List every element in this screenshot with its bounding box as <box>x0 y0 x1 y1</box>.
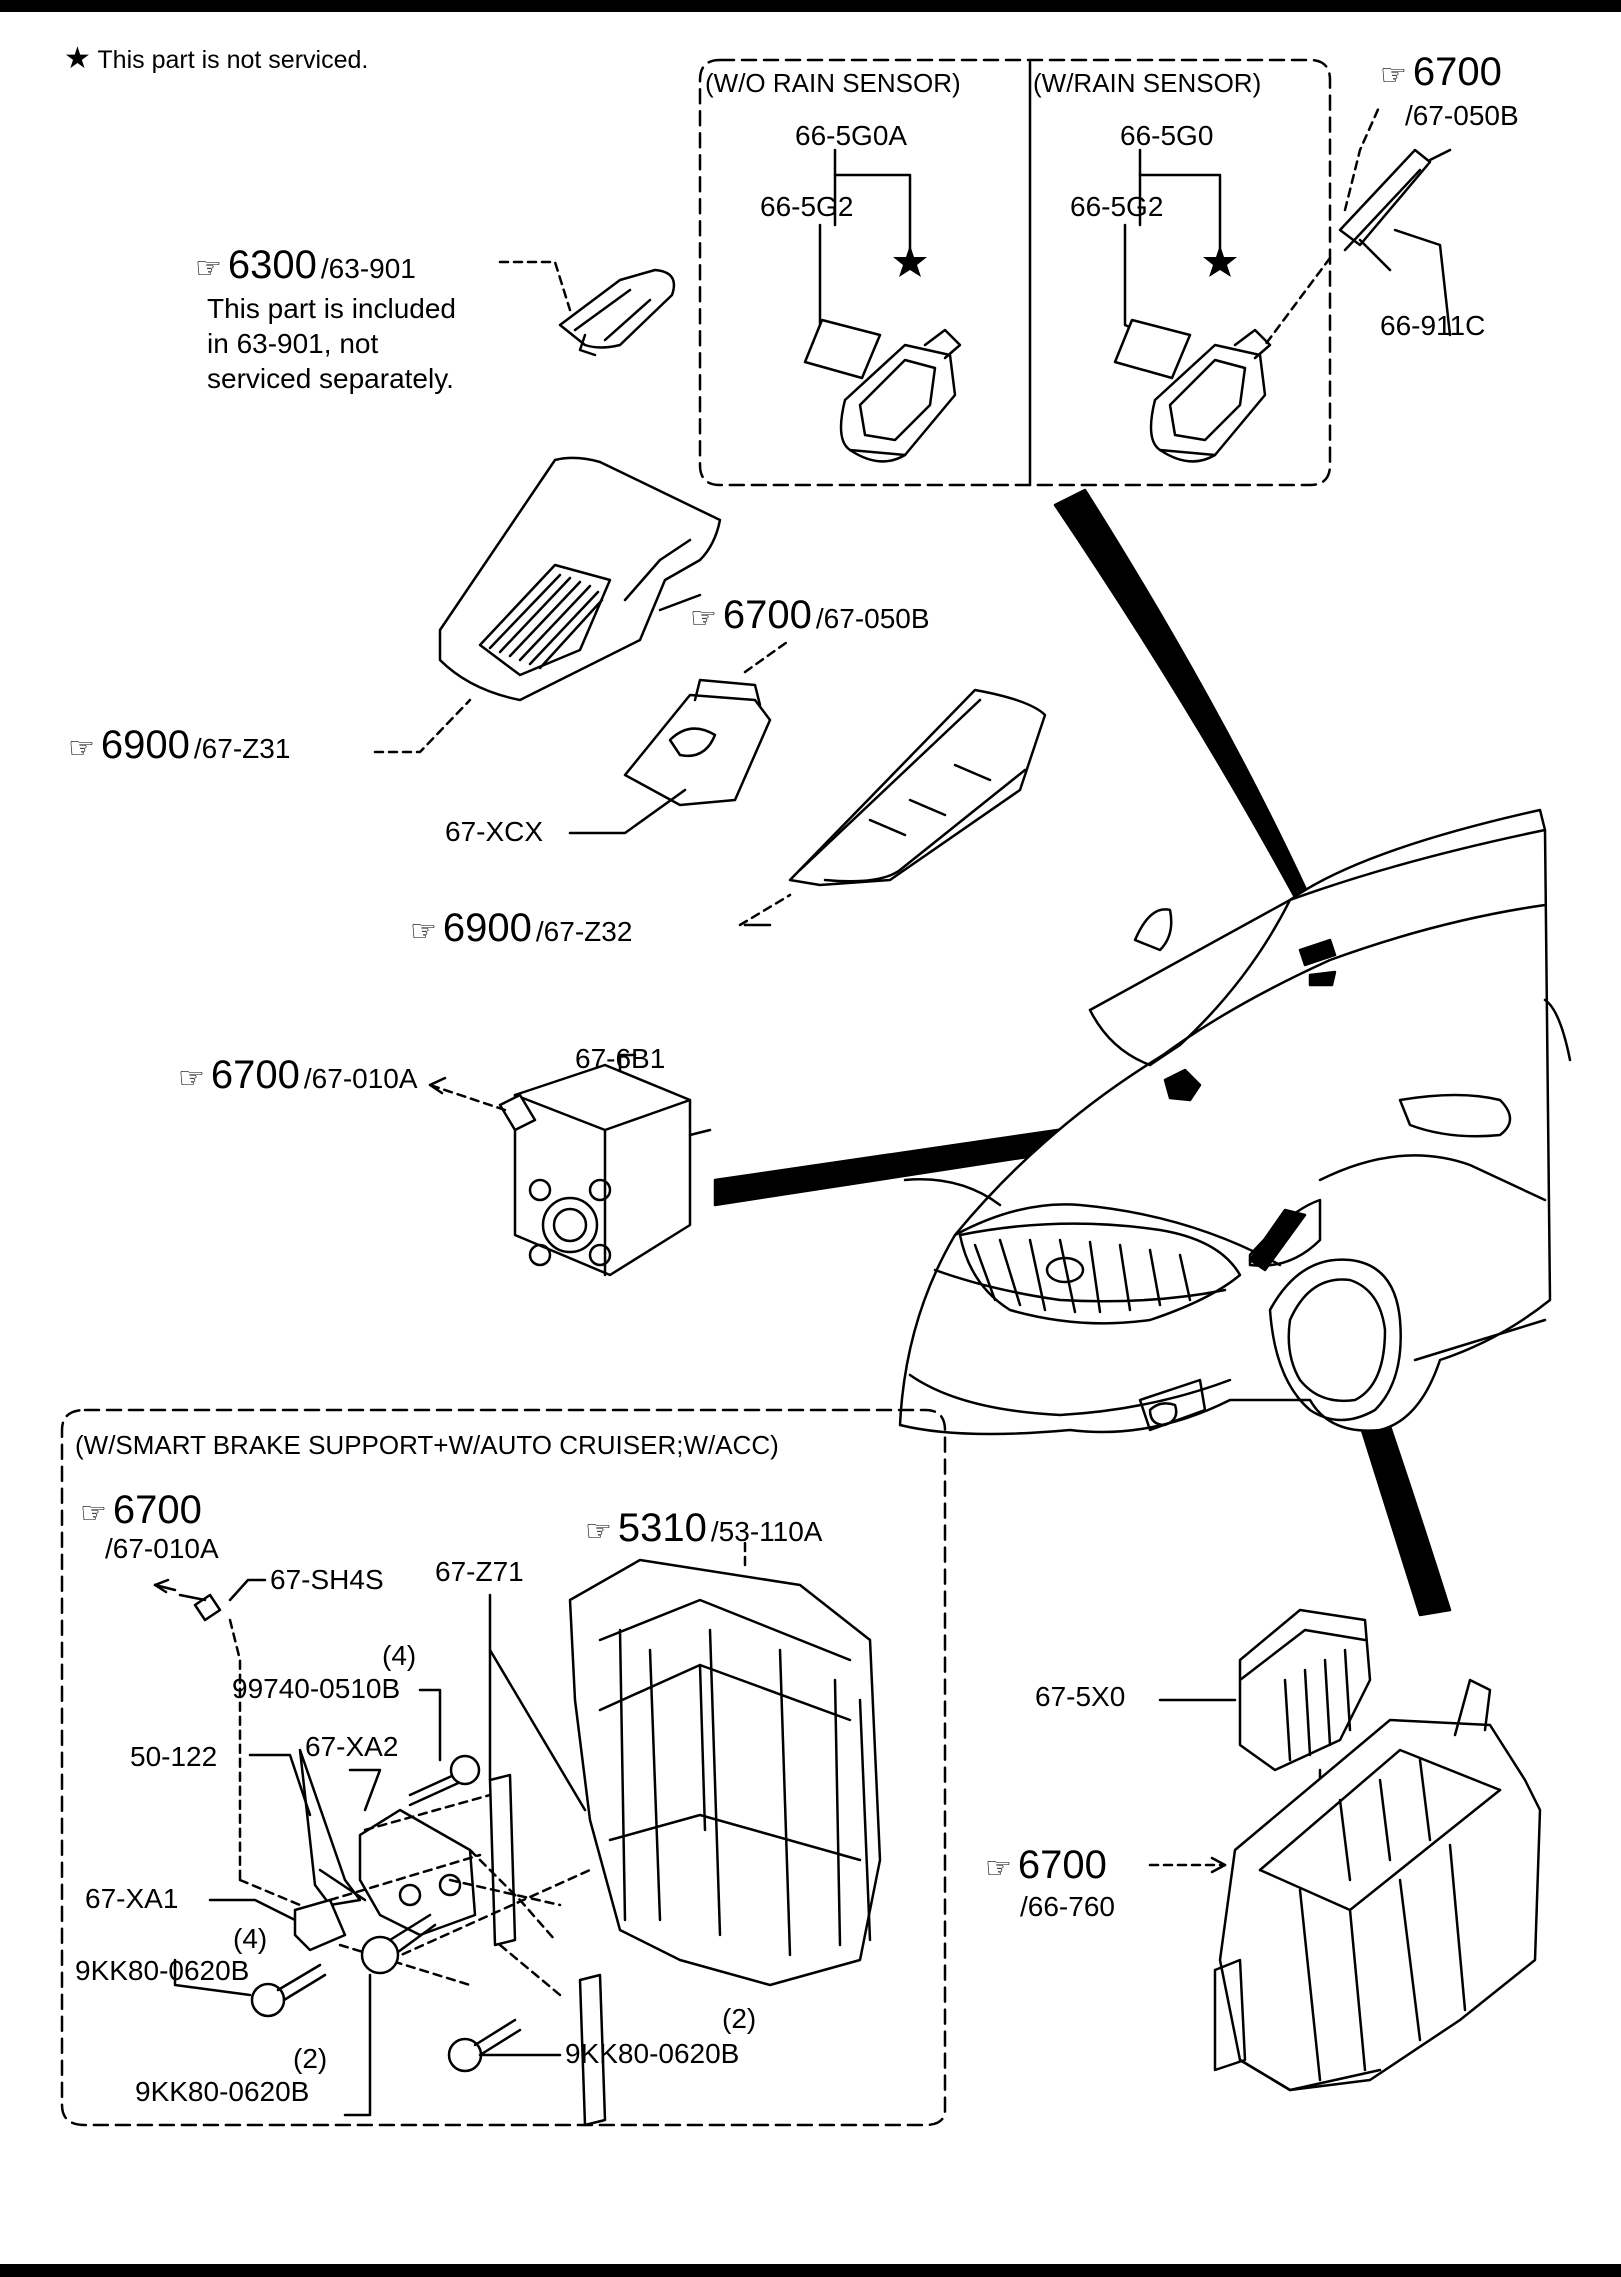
pointing-hand-icon: ☞ <box>985 1851 1012 1886</box>
mirror-cover-clip-63-901 <box>558 268 676 357</box>
part-66-5G2-right[interactable]: 66-5G2 <box>1070 191 1164 222</box>
ref-group-number: 6300 <box>227 243 317 287</box>
pointing-hand-icon: ☞ <box>410 914 437 949</box>
part-67-5X0[interactable]: 67-5X0 <box>1035 1681 1126 1712</box>
smart-brake-group-box <box>60 1408 947 2127</box>
section-wo-rain-sensor: (W/O RAIN SENSOR) <box>705 68 961 98</box>
ref-group-number: 6900 <box>100 723 190 767</box>
ref-5310-53-110A[interactable]: ☞ 5310 /53-110A <box>585 1508 822 1548</box>
not-serviced-legend: ★ This part is not serviced. <box>64 44 368 74</box>
ref-subnumber: /53-110A <box>710 1516 823 1547</box>
rain-sensor-left <box>839 328 962 463</box>
section-smart-brake-support: (W/SMART BRAKE SUPPORT+W/AUTO CRUISER;W/… <box>75 1430 779 1460</box>
part-66-5G2-left[interactable]: 66-5G2 <box>760 191 854 222</box>
bolt-9KK80-0620B-b <box>360 1913 437 1975</box>
part-99740-0510B[interactable]: 99740-0510B <box>232 1673 401 1704</box>
radar-module-67-6B1 <box>498 1063 712 1277</box>
included-note-line-3: serviced separately. <box>207 363 454 394</box>
leader-66-5G0 <box>1138 148 1222 252</box>
part-9KK80-0620B-a[interactable]: 9KK80-0620B <box>75 1955 250 1986</box>
wire-harness-66-911C <box>1263 103 1452 347</box>
qty-2-bolt-b: (2) <box>293 2043 328 2074</box>
pointing-hand-icon: ☞ <box>178 1061 205 1096</box>
sensor-67-XA1 <box>293 1898 347 1952</box>
ref-subnumber: /67-Z31 <box>193 733 291 764</box>
star-icon: ★ <box>64 42 91 75</box>
sensor-pad-left <box>803 318 882 380</box>
part-67-XCX[interactable]: 67-XCX <box>445 816 544 847</box>
qty-2-bolt-c: (2) <box>722 2003 757 2034</box>
bolt-99740-0510B <box>408 1754 481 1807</box>
ref-subnumber: /63-901 <box>320 253 416 284</box>
ref-group-number: 5310 <box>617 1506 707 1550</box>
qty-4-bolt: (4) <box>382 1640 417 1671</box>
pointing-hand-icon: ☞ <box>195 251 222 286</box>
ref-6700-067-050B-top[interactable]: ☞ 6700 <box>1380 52 1502 92</box>
camera-bracket-67-XCX <box>623 678 772 807</box>
bolt-9KK80-0620B-a <box>250 1963 327 2018</box>
top-frame-bar <box>0 0 1621 12</box>
ref-group-number: 6700 <box>1017 1843 1107 1887</box>
part-67-Z71[interactable]: 67-Z71 <box>435 1556 524 1587</box>
ref-6700-67-050B-mid[interactable]: ☞ 6700 /67-050B <box>690 595 930 635</box>
connector-67-SH4S <box>178 1593 222 1622</box>
part-67-SH4S[interactable]: 67-SH4S <box>270 1564 384 1595</box>
bolt-9KK80-0620B-c <box>447 2018 522 2073</box>
ref-subnumber: /67-010A <box>303 1063 418 1094</box>
pointer-wedge-windshield <box>1053 488 1322 927</box>
part-66-911C[interactable]: 66-911C <box>1380 310 1486 341</box>
part-67-XA2[interactable]: 67-XA2 <box>305 1731 399 1762</box>
fuse-box-66-760 <box>1213 1678 1542 2092</box>
rain-sensor-group-box <box>698 58 1332 487</box>
not-serviced-star-right <box>1203 245 1237 277</box>
not-serviced-star-left <box>893 245 927 277</box>
radiator-support-53-110A <box>568 1558 882 1987</box>
ref-subnumber: /67-050B <box>1405 100 1519 131</box>
overhead-cover-67-Z32 <box>788 688 1047 887</box>
ref-6700-67-010A-box[interactable]: ☞ 6700 <box>80 1490 202 1530</box>
ref-6900-67-Z32[interactable]: ☞ 6900 /67-Z32 <box>410 908 632 948</box>
ref-subnumber: /67-Z32 <box>535 916 633 947</box>
rain-sensor-right <box>1149 328 1272 463</box>
ref-subnumber: /67-010A <box>105 1533 219 1564</box>
ref-6900-67-Z31[interactable]: ☞ 6900 /67-Z31 <box>68 725 290 765</box>
part-50-122[interactable]: 50-122 <box>130 1741 218 1772</box>
part-9KK80-0620B-c[interactable]: 9KK80-0620B <box>565 2038 740 2069</box>
ref-6700-66-760[interactable]: ☞ 6700 <box>985 1845 1107 1885</box>
ref-group-number: 6700 <box>722 593 812 637</box>
pointing-hand-icon: ☞ <box>68 731 95 766</box>
legend-text: This part is not serviced. <box>97 46 369 74</box>
ref-subnumber: /67-050B <box>815 603 930 634</box>
camera-harness-50-122 <box>298 1748 367 1907</box>
sensor-pad-right <box>1113 318 1192 380</box>
relay-block-67-5X0 <box>1238 1608 1372 1772</box>
qty-4-bolt-lower: (4) <box>233 1923 268 1954</box>
ref-group-number: 6900 <box>442 906 532 950</box>
ref-6300-63-901[interactable]: ☞ 6300 /63-901 <box>195 245 416 285</box>
ref-group-number: 6700 <box>112 1488 202 1532</box>
part-66-5G0A[interactable]: 66-5G0A <box>795 120 908 151</box>
part-9KK80-0620B-b[interactable]: 9KK80-0620B <box>135 2076 310 2107</box>
pointing-hand-icon: ☞ <box>585 1514 612 1549</box>
bracket-67-Z71 <box>488 1773 607 2127</box>
vehicle-outline <box>898 808 1572 1436</box>
ref-group-number: 6700 <box>1412 50 1502 94</box>
pointing-hand-icon: ☞ <box>690 601 717 636</box>
included-note-line-1: This part is included <box>207 293 457 324</box>
pointing-hand-icon: ☞ <box>80 1496 107 1531</box>
pointing-hand-icon: ☞ <box>1380 58 1407 93</box>
part-67-6B1[interactable]: 67-6B1 <box>575 1043 666 1074</box>
overhead-cover-67-Z31 <box>438 456 722 702</box>
section-w-rain-sensor: (W/RAIN SENSOR) <box>1033 68 1262 98</box>
ref-6700-67-010A-radar[interactable]: ☞ 6700 /67-010A <box>178 1055 418 1095</box>
leader-66-5G0A <box>833 148 912 252</box>
part-67-XA1[interactable]: 67-XA1 <box>85 1883 179 1914</box>
ref-group-number: 6700 <box>210 1053 300 1097</box>
included-note-line-2: in 63-901, not <box>207 328 379 359</box>
ref-subnumber: /66-760 <box>1020 1891 1115 1922</box>
part-66-5G0[interactable]: 66-5G0 <box>1120 120 1214 151</box>
bottom-frame-bar <box>0 2264 1621 2277</box>
